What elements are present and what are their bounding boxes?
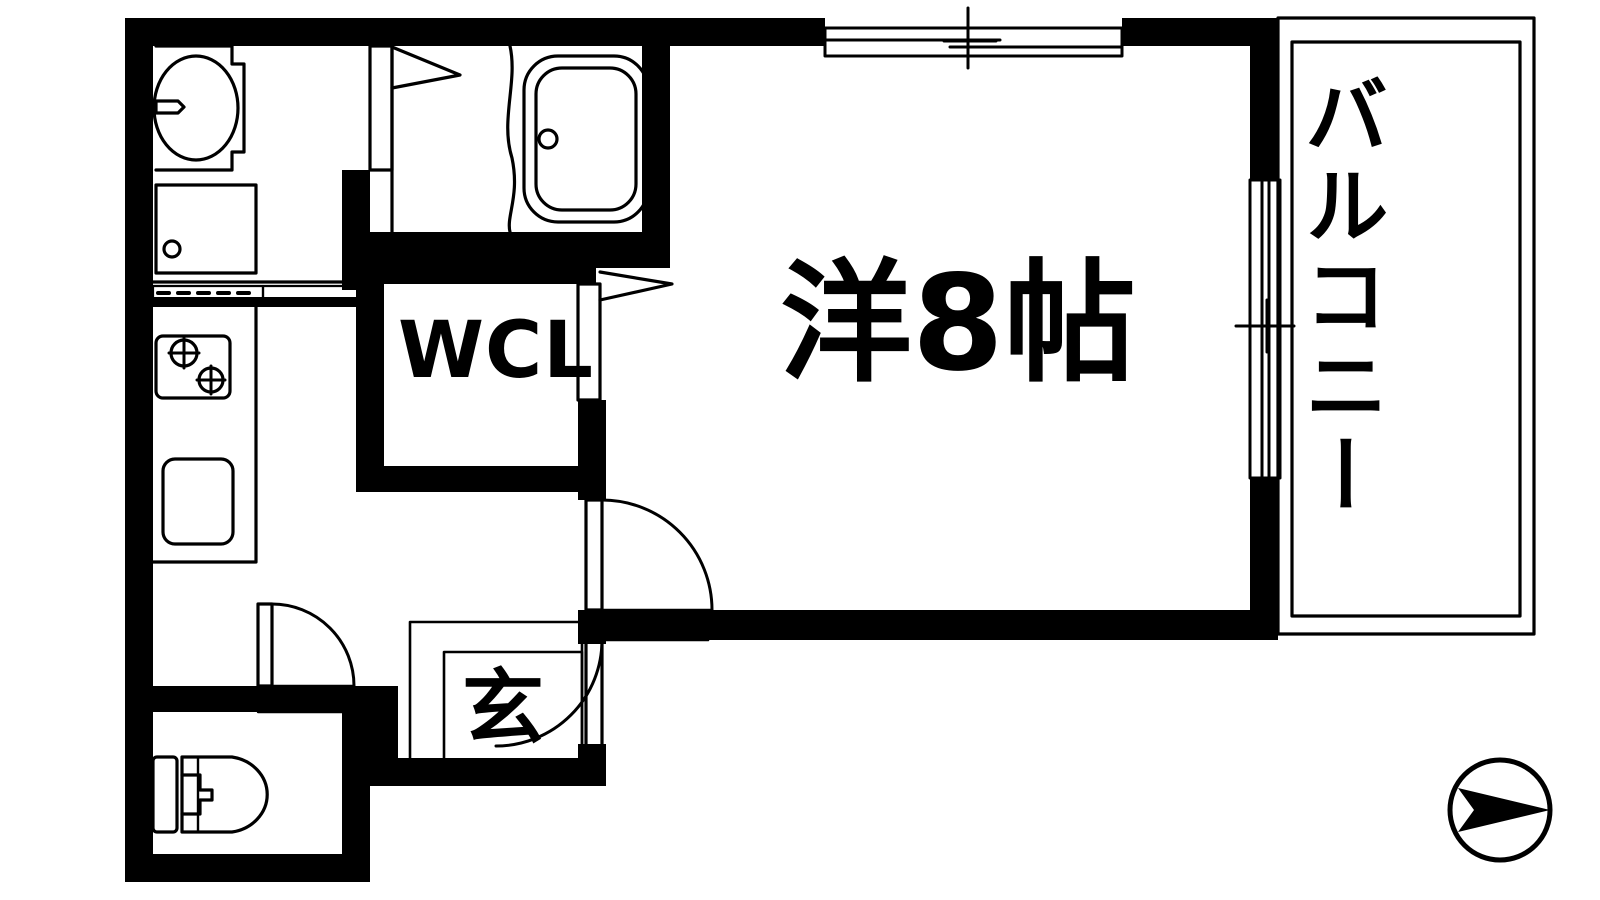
balcony-door-frame	[1248, 178, 1282, 480]
kitchen-sink	[161, 457, 235, 546]
wall-wcl-top	[356, 262, 596, 284]
toilet-fixture	[151, 755, 269, 834]
toilet-door-leaf	[256, 602, 274, 688]
toilet-bowl	[180, 755, 269, 834]
room-label-entrance: 玄	[462, 661, 545, 756]
gas-burner-large-cross-icon	[167, 336, 201, 370]
room-label-balcony: バルコニー	[1291, 72, 1389, 522]
wcl-door[interactable]	[576, 270, 674, 402]
bathtub-inner	[534, 66, 638, 212]
balcony-door-open-marker-icon	[1234, 298, 1296, 354]
toilet-door-swing-arc	[270, 602, 356, 688]
main-room-door-swing-arc	[600, 498, 714, 612]
genkan-step-inner	[442, 650, 584, 764]
toilet-door[interactable]	[256, 602, 356, 714]
wall-outer-right-lower	[1250, 478, 1278, 634]
fixture-group	[151, 6, 1536, 834]
kitchen-counter	[151, 305, 258, 564]
main-room-door-leaf	[584, 498, 604, 612]
wall-toilet-right	[342, 686, 370, 882]
bathtub-outer	[522, 54, 650, 224]
balcony-sliding-door[interactable]	[1234, 178, 1296, 480]
wall-outer-left	[125, 18, 153, 882]
wall-wcl-left	[356, 262, 384, 490]
toilet-tank	[151, 755, 179, 834]
washbasin-counter	[154, 44, 246, 172]
washroom-door[interactable]	[368, 44, 462, 172]
compass-rose	[1447, 757, 1553, 863]
room-label-main-room: 洋8帖	[780, 247, 1136, 401]
wall-corridor-stub-upper	[578, 466, 606, 500]
toilet-seat-detail	[180, 773, 214, 816]
bath-partition	[506, 44, 517, 234]
balcony-inner-rail	[1290, 40, 1522, 618]
washing-machine-pan	[154, 183, 258, 275]
washing-machine-drain-icon	[162, 239, 182, 259]
entrance-door-leaf	[584, 638, 604, 748]
wall-toilet-top	[125, 686, 370, 712]
gas-stove	[154, 334, 232, 400]
entrance-door-swing-arc	[494, 638, 604, 748]
wcl-door-folding-arrow	[598, 270, 674, 302]
wall-wcl-bottom	[356, 466, 606, 492]
wall-genkan-left	[370, 686, 398, 786]
toilet-door-threshold	[256, 684, 356, 714]
wall-group	[125, 18, 1278, 882]
washbasin-bowl	[152, 54, 240, 162]
main-room-door[interactable]	[584, 498, 714, 612]
north-window-open-marker-icon	[942, 6, 998, 70]
wall-bath-right	[642, 18, 670, 268]
entrance-door[interactable]	[494, 638, 710, 748]
wall-kitchen-door-head	[153, 297, 358, 307]
washroom-door-leaf	[368, 44, 394, 172]
compass-arrow-icon	[1458, 788, 1550, 832]
wall-outer-right-upper	[1250, 18, 1278, 180]
washbasin-faucet	[154, 99, 186, 115]
room-label-walk-in-closet: WCL	[398, 306, 594, 396]
gas-burner-small-cross-icon	[195, 364, 227, 396]
wall-main-room-bottom	[578, 610, 1278, 640]
wall-outer-top-left	[125, 18, 825, 46]
north-window[interactable]	[823, 6, 1124, 70]
bathtub-drain-icon	[537, 128, 559, 150]
north-window-frame	[823, 26, 1124, 58]
wcl-door-leaf	[576, 282, 602, 402]
washroom-door-folding-arrow	[390, 45, 462, 90]
wall-outer-bottom-left	[125, 854, 370, 882]
kitchen-sliding-door-leaf	[261, 284, 360, 302]
kitchen-sliding-door[interactable]	[151, 284, 360, 302]
